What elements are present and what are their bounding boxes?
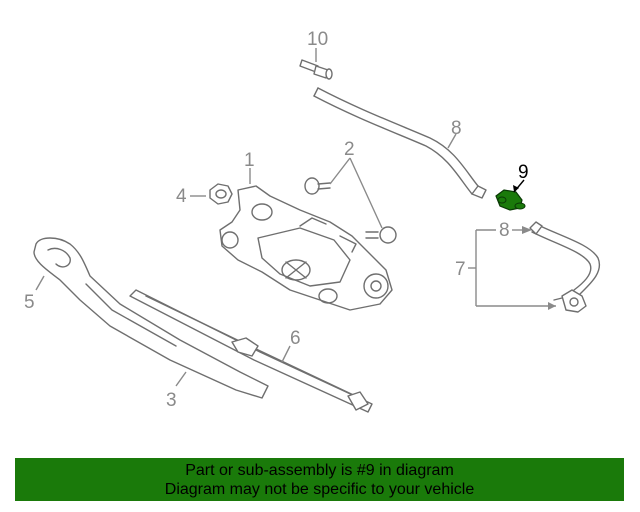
info-banner: Part or sub-assembly is #9 in diagram Di…	[15, 458, 624, 501]
part-5-wiper-arm[interactable]	[33, 237, 269, 399]
callout-7[interactable]: 7	[455, 259, 466, 280]
callout-9[interactable]: 9	[518, 162, 529, 183]
callout-4[interactable]: 4	[176, 186, 187, 207]
part-2-screw-left[interactable]	[304, 177, 331, 195]
banner-line-1: Part or sub-assembly is #9 in diagram	[185, 462, 454, 479]
callout-5[interactable]: 5	[24, 292, 35, 313]
callout-10[interactable]: 10	[307, 29, 328, 50]
callout-6[interactable]: 6	[290, 328, 301, 349]
part-2-screw-right[interactable]	[365, 226, 397, 244]
part-8-hose-lower[interactable]	[529, 221, 601, 295]
callout-2[interactable]: 2	[344, 139, 355, 160]
part-10-nozzle[interactable]	[299, 59, 333, 80]
part-9-connector[interactable]	[495, 189, 526, 211]
part-6-wiper-blade[interactable]	[129, 289, 373, 413]
part-7-bracket[interactable]	[553, 289, 587, 313]
callout-1[interactable]: 1	[244, 150, 255, 171]
part-4-nut[interactable]	[209, 183, 233, 205]
part-1-wiper-motor[interactable]	[219, 185, 393, 311]
part-8-hose-upper[interactable]	[313, 87, 487, 199]
callout-3[interactable]: 3	[166, 390, 177, 411]
callout-8-lower[interactable]: 8	[499, 220, 510, 241]
banner-line-2: Diagram may not be specific to your vehi…	[164, 481, 475, 498]
parts-diagram: 10 8 9 2 4	[24, 29, 601, 413]
callout-8-upper[interactable]: 8	[451, 118, 462, 139]
